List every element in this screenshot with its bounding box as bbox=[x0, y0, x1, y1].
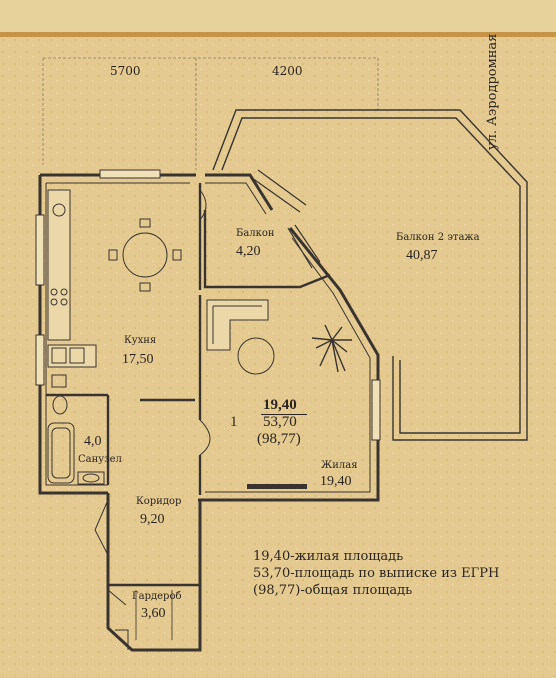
living-area: 19,40 bbox=[320, 474, 352, 489]
balcony2-area: 40,87 bbox=[406, 248, 438, 263]
wardrobe-area: 3,60 bbox=[141, 606, 166, 621]
bathroom-name: Санузел bbox=[78, 454, 122, 465]
header-band bbox=[0, 0, 556, 32]
kitchen-area: 17,50 bbox=[122, 352, 154, 367]
street-label: ул. Аэродромная bbox=[485, 33, 500, 150]
dimension-label-left: 5700 bbox=[110, 64, 141, 78]
kitchen-counter bbox=[47, 189, 97, 368]
tv-stand bbox=[247, 484, 307, 489]
corridor-name: Коридор bbox=[136, 496, 182, 507]
outer-walls-inner bbox=[45, 182, 371, 493]
balcony2-name: Балкон 2 этажа bbox=[396, 232, 480, 243]
window-strips bbox=[35, 169, 381, 441]
corridor-area: 9,20 bbox=[140, 512, 165, 527]
bathroom-fixtures bbox=[47, 374, 105, 485]
living-name: Жилая bbox=[321, 460, 358, 471]
summary-egrn-area: 53,70 bbox=[263, 414, 297, 430]
legend-line-1: 19,40-жилая площадь bbox=[253, 549, 404, 564]
plant-icon bbox=[311, 324, 352, 373]
doors bbox=[94, 189, 211, 650]
sofa bbox=[206, 299, 269, 351]
wardrobe-name: Гардероб bbox=[132, 591, 182, 602]
summary-total-area: (98,77) bbox=[257, 431, 301, 447]
kitchen-name: Кухня bbox=[124, 335, 157, 346]
dimension-lines bbox=[42, 57, 379, 170]
dimension-label-right: 4200 bbox=[272, 64, 303, 78]
balcony2-walls bbox=[212, 109, 528, 441]
balcony-area: 4,20 bbox=[236, 244, 261, 259]
legend-line-2: 53,70-площадь по выписке из ЕГРН bbox=[253, 566, 500, 581]
summary-living-area: 19,40 bbox=[263, 397, 297, 413]
wardrobe-hangers bbox=[135, 590, 173, 640]
coffee-table bbox=[237, 337, 275, 375]
dining-table bbox=[108, 218, 182, 292]
summary-divider bbox=[261, 414, 307, 415]
balcony-rails bbox=[251, 169, 321, 269]
legend-line-3: (98,77)-общая площадь bbox=[253, 583, 413, 598]
balcony-name: Балкон bbox=[236, 228, 275, 239]
header-accent-line bbox=[0, 32, 556, 37]
bathroom-area: 4,0 bbox=[84, 434, 102, 449]
summary-prefix: 1 bbox=[230, 414, 238, 430]
inner-walls bbox=[46, 183, 331, 587]
